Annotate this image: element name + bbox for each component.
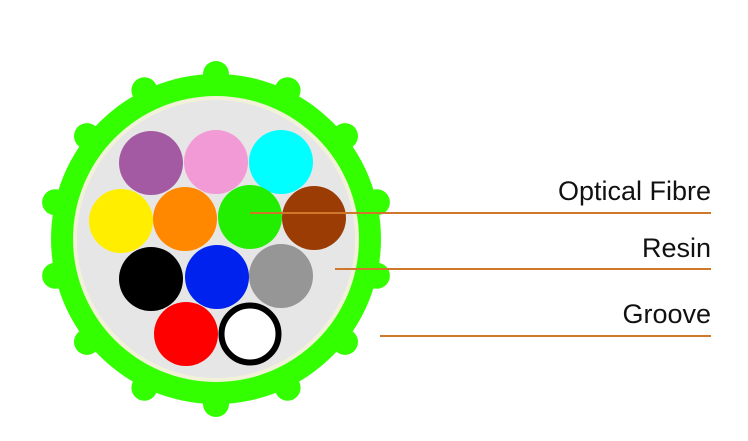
groove-bump: [332, 328, 358, 355]
groove-bump: [332, 123, 358, 150]
groove-bump: [131, 374, 158, 401]
groove-jacket-bumps: [42, 61, 390, 417]
groove-bump: [203, 391, 229, 417]
fibre-grey: [249, 244, 313, 308]
fibre-black: [119, 247, 183, 311]
resin-label: Resin: [641, 233, 711, 263]
fibre-red: [154, 302, 218, 366]
groove-bump: [131, 77, 158, 104]
fibre-brown: [282, 186, 346, 250]
groove-bump: [74, 123, 100, 150]
fibre-orange: [153, 187, 217, 251]
optical-fibres: [89, 130, 346, 366]
fibre-aqua: [249, 130, 313, 194]
fibre-blue: [185, 245, 249, 309]
fibre-yellow: [89, 189, 153, 253]
groove-bump: [274, 77, 301, 104]
leader-lines: [250, 212, 711, 337]
fibre-white: [218, 302, 282, 366]
fibre-violet: [119, 131, 183, 195]
groove-bump: [363, 262, 390, 289]
groove-bump: [42, 189, 69, 216]
groove-bump: [274, 374, 301, 401]
groove-bump: [363, 189, 390, 216]
groove-bump: [74, 328, 100, 355]
groove-label: Groove: [622, 299, 711, 329]
optical-fibre-label: Optical Fibre: [557, 176, 711, 206]
fibre-green: [218, 185, 282, 249]
fibre-pink: [184, 130, 248, 194]
groove-bump: [203, 61, 229, 87]
groove-bump: [42, 262, 69, 289]
